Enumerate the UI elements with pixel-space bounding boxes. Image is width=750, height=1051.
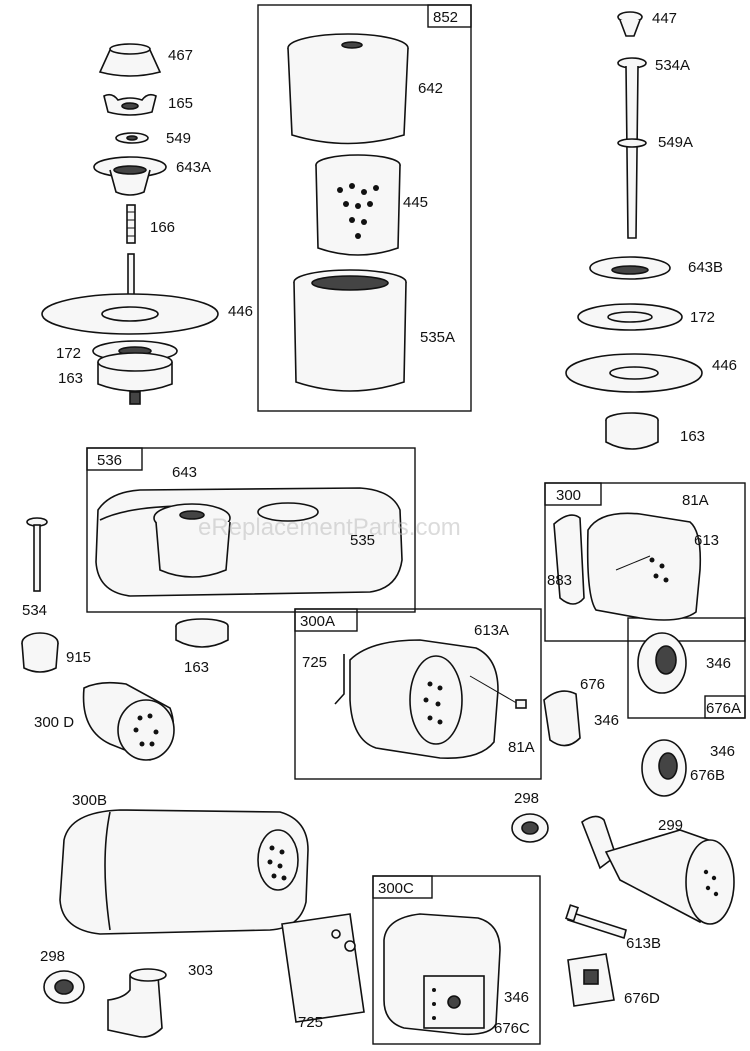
base-plate-446-right-part: [565, 353, 703, 393]
group-852-frame: [257, 4, 472, 412]
label-642: 642: [418, 80, 443, 97]
group-852-label: 852: [433, 9, 458, 26]
label-915: 915: [66, 649, 91, 666]
cup-643B-part: [589, 256, 671, 280]
group-300A-frame: [294, 608, 542, 780]
group-300C-label: 300C: [378, 880, 414, 897]
label-346-c: 346: [710, 743, 735, 760]
stud-166-part: [126, 204, 136, 244]
label-549A: 549A: [658, 134, 693, 151]
deflector-676B-part: [641, 739, 687, 797]
group-536-label: 536: [97, 452, 122, 469]
label-346-a: 346: [594, 712, 619, 729]
label-534A: 534A: [655, 57, 690, 74]
label-298-bottom: 298: [40, 948, 65, 965]
group-300-label: 300: [556, 487, 581, 504]
stud-534A-part: [617, 57, 647, 239]
muffler-300A-part: [334, 639, 527, 759]
label-445: 445: [403, 194, 428, 211]
label-613: 613: [694, 532, 719, 549]
label-447: 447: [652, 10, 677, 27]
bolt-613B-part: [565, 904, 627, 940]
air-cleaner-536-part: [95, 487, 403, 597]
label-163-right: 163: [680, 428, 705, 445]
watermark: eReplacementParts.com: [198, 514, 461, 541]
adapter-163-bottom-part: [175, 618, 229, 648]
deflector-676-part: [543, 690, 581, 747]
label-166: 166: [150, 219, 175, 236]
label-300D: 300 D: [34, 714, 74, 731]
wing-nut-165-part: [103, 93, 157, 116]
label-303: 303: [188, 962, 213, 979]
label-81A-bottom: 81A: [508, 739, 535, 756]
label-676D: 676D: [624, 990, 660, 1007]
label-643A: 643A: [176, 159, 211, 176]
label-172-right: 172: [690, 309, 715, 326]
washer-549-part: [115, 132, 149, 144]
muffler-300D-part: [82, 681, 175, 761]
label-346-b: 346: [706, 655, 731, 672]
cap-915-part: [21, 632, 59, 673]
label-725-top: 725: [302, 654, 327, 671]
gasket-725-part: [281, 913, 365, 1023]
label-165: 165: [168, 95, 193, 112]
label-300B: 300B: [72, 792, 107, 809]
muffler-300B-part: [59, 809, 309, 935]
gasket-172-right-part: [577, 303, 683, 331]
label-676B: 676B: [690, 767, 725, 784]
label-643: 643: [172, 464, 197, 481]
muffler-300-part: [553, 512, 702, 621]
cover-642-part: [287, 33, 409, 145]
group-852-tab: [427, 4, 472, 28]
label-643B: 643B: [688, 259, 723, 276]
knob-467-part: [98, 43, 162, 77]
label-883: 883: [547, 572, 572, 589]
cartridge-445-part: [315, 154, 401, 256]
group-300A-label: 300A: [300, 613, 335, 630]
nut-298-top-part: [511, 813, 549, 843]
plate-676D-part: [567, 953, 615, 1007]
deflector-676A-part: [637, 632, 687, 694]
adapter-163-right-part: [605, 412, 659, 450]
group-536-frame: [86, 447, 416, 613]
nut-298-bottom-part: [43, 970, 85, 1004]
label-172-left: 172: [56, 345, 81, 362]
group-676A-label: 676A: [706, 700, 741, 717]
label-346-d: 346: [504, 989, 529, 1006]
label-676C: 676C: [494, 1020, 530, 1037]
label-534: 534: [22, 602, 47, 619]
knob-447-part: [617, 11, 643, 37]
elbow-303-part: [107, 968, 167, 1038]
bolt-534-part: [26, 517, 48, 592]
muffler-299-part: [581, 815, 735, 925]
precleaner-535A-part: [293, 269, 407, 392]
label-299: 299: [658, 817, 683, 834]
label-613A: 613A: [474, 622, 509, 639]
muffler-300C-part: [383, 913, 501, 1036]
label-81A-top: 81A: [682, 492, 709, 509]
group-300-tab: [544, 482, 602, 506]
group-536-tab: [86, 447, 143, 471]
base-plate-446-part: [41, 293, 219, 335]
label-676: 676: [580, 676, 605, 693]
label-467: 467: [168, 47, 193, 64]
label-725-bottom: 725: [298, 1014, 323, 1031]
label-535A: 535A: [420, 329, 455, 346]
cup-643A-part: [93, 156, 167, 196]
group-300C-frame: [372, 875, 541, 1045]
group-676A-frame: [627, 617, 746, 719]
label-549: 549: [166, 130, 191, 147]
label-446-right: 446: [712, 357, 737, 374]
label-613B: 613B: [626, 935, 661, 952]
label-163-bottom: 163: [184, 659, 209, 676]
group-676A-tab: [704, 695, 746, 719]
adapter-163-part: [97, 352, 173, 405]
group-300C-tab: [372, 875, 433, 899]
label-446-left: 446: [228, 303, 253, 320]
label-163-left: 163: [58, 370, 83, 387]
label-535: 535: [350, 532, 375, 549]
group-300A-tab: [294, 608, 358, 632]
label-298-top: 298: [514, 790, 539, 807]
